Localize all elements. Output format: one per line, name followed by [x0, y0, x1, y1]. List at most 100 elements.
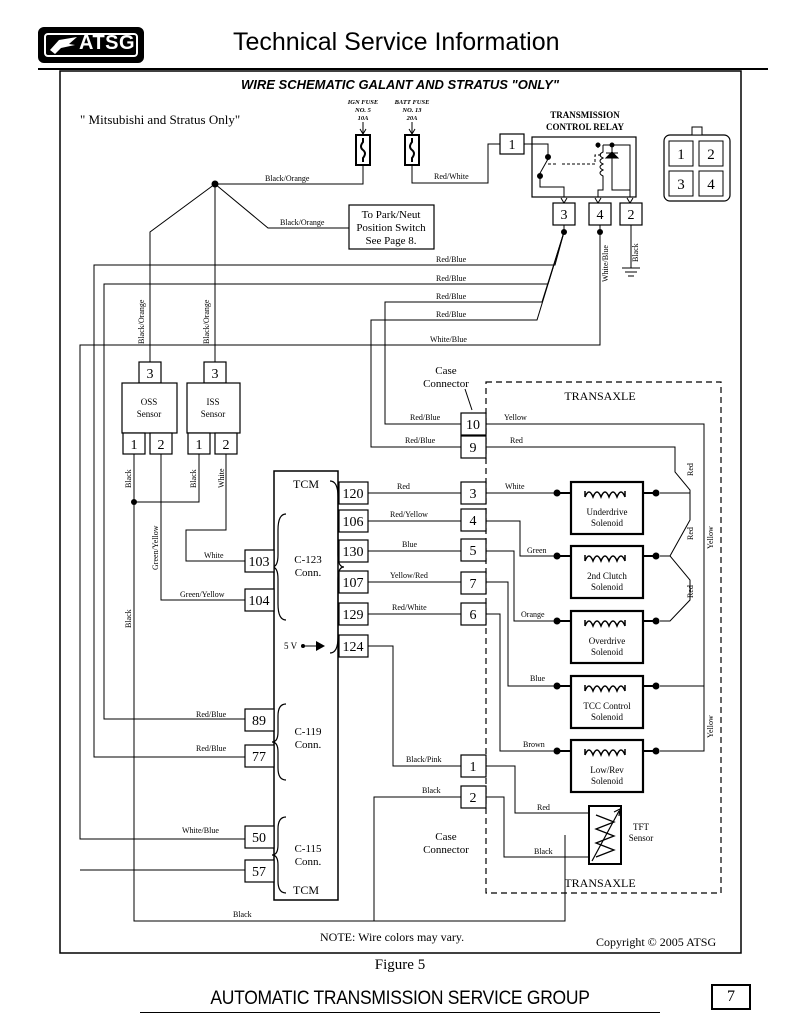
- transaxle-label-bottom: TRANSAXLE: [564, 876, 635, 890]
- wire-label-orange-6: Orange: [521, 610, 545, 619]
- solenoids: [569, 480, 645, 794]
- wire-label-red-yellow: Red/Yellow: [390, 510, 428, 519]
- tcm-pin-50: 50: [252, 831, 266, 846]
- wire-label-green-5: Green: [527, 546, 547, 555]
- models-note: " Mitsubishi and Stratus Only": [80, 112, 240, 127]
- iss-pin-1: 1: [196, 438, 203, 453]
- relay-pin-arrows: [560, 197, 634, 204]
- header-rule: [38, 68, 768, 70]
- wire-label-white-3: White: [505, 482, 525, 491]
- iss-name-1: ISS: [206, 397, 219, 407]
- splice-sensor-ground: [131, 499, 137, 505]
- ign-fuse-label-3: 10A: [358, 115, 370, 122]
- iss-pin-2: 2: [223, 438, 230, 453]
- wire-label-black-tft: Black: [534, 847, 553, 856]
- wire-color-note: NOTE: Wire colors may vary.: [320, 930, 464, 944]
- case-pin-2: 2: [470, 791, 477, 806]
- wires-sensors: [133, 454, 566, 922]
- sol-ud-2: Solenoid: [591, 518, 624, 528]
- tcm-pin-103: 103: [249, 555, 270, 570]
- ign-fuse: [355, 122, 371, 166]
- wire-label-black-orange-iss: Black/Orange: [202, 299, 211, 344]
- tcm-5v-label: 5 V: [284, 641, 298, 651]
- sol-tcc-1: TCC Control: [583, 701, 631, 711]
- park-neutral-3: See Page 8.: [365, 235, 416, 247]
- tcm-left-pins: [244, 549, 275, 883]
- sol-tcc-2: Solenoid: [591, 712, 624, 722]
- relay-pin-4: 4: [597, 208, 604, 223]
- wire-label-green-yellow-1: Green/Yellow: [151, 525, 160, 570]
- c123-label-1: C-123: [294, 554, 322, 566]
- relay-pin-2: 2: [628, 208, 635, 223]
- eagle-icon: [50, 37, 77, 54]
- tcm-5v-arrow: [301, 641, 325, 651]
- wire-label-white-blue-2: White/Blue: [601, 245, 610, 282]
- copyright: Copyright © 2005 ATSG: [596, 935, 716, 949]
- wire-label-black-case2: Black: [422, 786, 441, 795]
- wire-label-red-r2: Red: [686, 527, 695, 540]
- sol-ud-1: Underdrive: [587, 507, 628, 517]
- tcm-label-bottom: TCM: [293, 883, 319, 897]
- wire-label-red-blue-1: Red/Blue: [436, 255, 467, 264]
- tcm-pin-104: 104: [249, 594, 270, 609]
- case-pin-7: 7: [470, 577, 477, 592]
- conn-view-4: 4: [707, 177, 715, 193]
- case-pin-4: 4: [470, 514, 477, 529]
- case-conn-label-bot-2: Connector: [423, 844, 469, 856]
- conn-view-2: 2: [707, 147, 715, 163]
- sol-2c-1: 2nd Clutch: [587, 571, 627, 581]
- wire-label-black-pink: Black/Pink: [406, 755, 442, 764]
- wire-label-yellow-red: Yellow/Red: [390, 571, 428, 580]
- case-connector-pins: [460, 412, 487, 809]
- transaxle-label-top: TRANSAXLE: [564, 389, 635, 403]
- case-pin-3: 3: [470, 487, 477, 502]
- case-pin-6: 6: [470, 608, 477, 623]
- wire-label-green-yellow-104: Green/Yellow: [180, 590, 225, 599]
- wire-label-black-oss: Black: [124, 469, 133, 488]
- iss-name-2: Sensor: [201, 409, 226, 419]
- wire-label-red-9: Red: [510, 436, 523, 445]
- wire-label-black-bottom: Black: [233, 910, 252, 919]
- wire-label-red-blue-4: Red/Blue: [436, 310, 467, 319]
- wires-case-solenoids: [486, 423, 705, 858]
- wire-label-black-ground: Black: [631, 243, 640, 262]
- splice-black-orange: [211, 180, 219, 188]
- wire-label-yellow-r1: Yellow: [706, 526, 715, 549]
- relay-title-2: CONTROL RELAY: [546, 122, 624, 132]
- tcm-pin-124: 124: [343, 640, 364, 655]
- conn-view-3: 3: [677, 177, 685, 193]
- tcm-pin-130: 130: [343, 545, 364, 560]
- page-number: 7: [711, 984, 751, 1010]
- wire-label-black-2: Black: [124, 609, 133, 628]
- wire-label-red-r3: Red: [686, 585, 695, 598]
- tcm-pin-129: 129: [343, 608, 364, 623]
- relay-internals: [524, 142, 631, 197]
- wire-label-white-blue-50: White/Blue: [182, 826, 219, 835]
- park-neutral-1: To Park/Neut: [362, 209, 421, 221]
- sol-od-1: Overdrive: [589, 636, 625, 646]
- wire-label-red-blue-89: Red/Blue: [196, 710, 227, 719]
- c119-label-2: Conn.: [295, 739, 322, 751]
- park-neutral-2: Position Switch: [356, 222, 426, 234]
- case-pin-9: 9: [470, 441, 477, 456]
- wire-label-yellow-10: Yellow: [504, 413, 527, 422]
- tft-sensor-icon: [588, 805, 622, 865]
- batt-fuse-label-2: NO. 13: [401, 107, 422, 114]
- wire-label-black-orange-1: Black/Orange: [265, 174, 310, 183]
- oss-pin-1: 1: [131, 438, 138, 453]
- wire-label-blue-130: Blue: [402, 540, 418, 549]
- tcm-pin-89: 89: [252, 714, 266, 729]
- case-conn-label-top-2: Connector: [423, 378, 469, 390]
- wires-tcm-case: [368, 492, 461, 921]
- tcm-pin-106: 106: [343, 515, 364, 530]
- oss-sensor: [121, 361, 178, 455]
- iss-sensor: [186, 361, 241, 455]
- tcm-right-pins: [338, 481, 369, 658]
- case-conn-label-bot-1: Case: [435, 831, 457, 843]
- relay-box: [531, 136, 637, 198]
- splice-red-blue: [561, 229, 567, 235]
- page-title: Technical Service Information: [233, 28, 560, 56]
- ign-fuse-label-1: IGN FUSE: [347, 99, 379, 106]
- wire-label-blue-7: Blue: [530, 674, 546, 683]
- park-neutral-box: [348, 204, 435, 250]
